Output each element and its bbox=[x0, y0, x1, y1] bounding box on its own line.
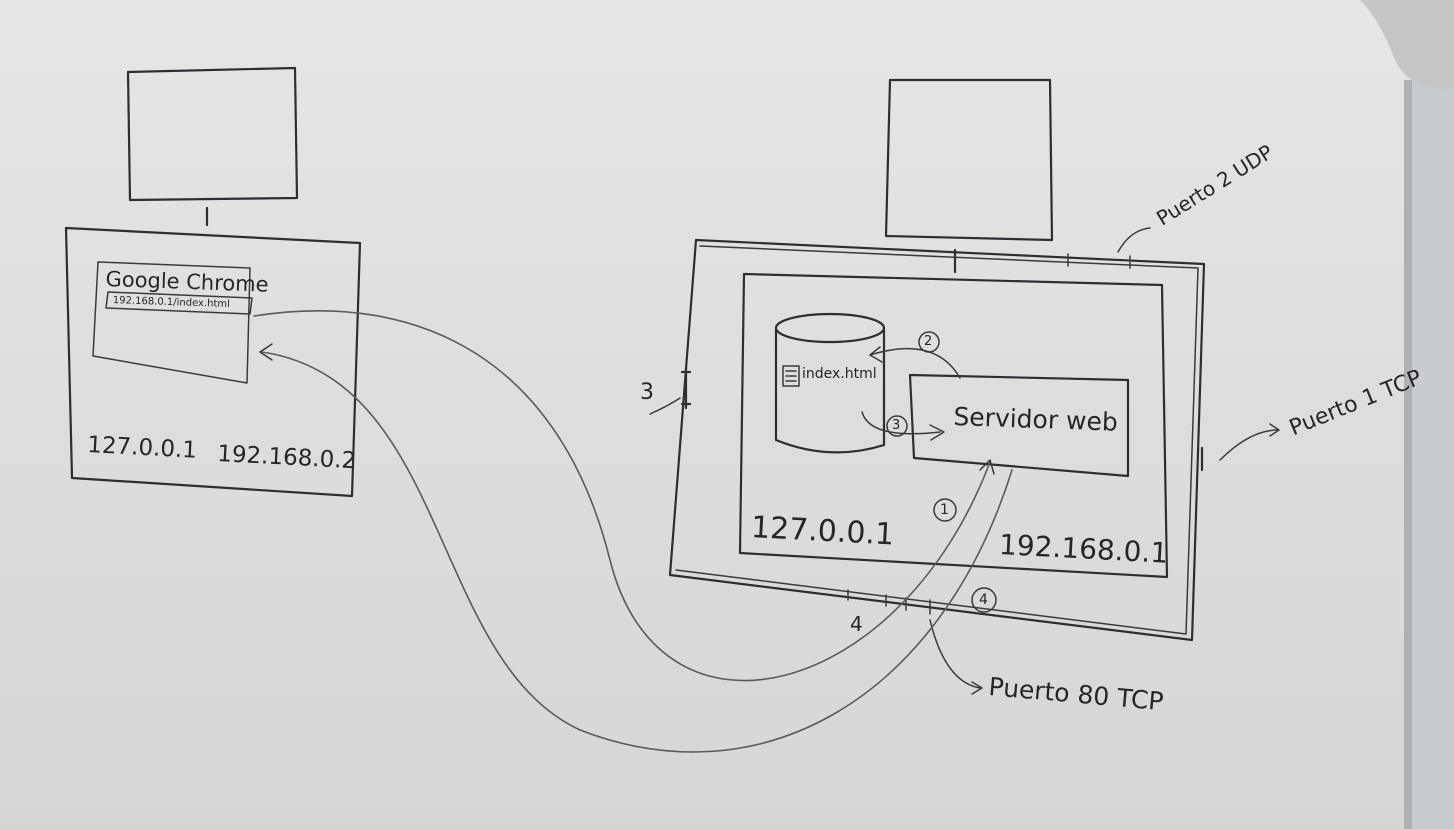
response-curve bbox=[261, 351, 1013, 753]
step-3-label: 3 bbox=[892, 418, 901, 433]
server-monitor bbox=[884, 78, 1054, 242]
port-tick-bottom bbox=[847, 589, 931, 615]
arrow-step-3 bbox=[861, 411, 941, 435]
tcp80-port-pointer bbox=[929, 619, 981, 689]
left-port-number: 3 bbox=[640, 380, 654, 405]
document-icon bbox=[782, 365, 800, 387]
request-curve bbox=[253, 310, 991, 682]
browser-url-bar bbox=[105, 291, 253, 315]
step-4-label: 4 bbox=[979, 592, 988, 608]
bottom-port-number: 4 bbox=[850, 612, 863, 636]
arrow-step-3-head bbox=[929, 424, 945, 441]
file-label: index.html bbox=[802, 366, 877, 382]
left-port-pointer bbox=[649, 397, 681, 415]
arrow-step-2-head bbox=[869, 346, 883, 363]
server-inner-box bbox=[738, 272, 1169, 579]
client-box bbox=[64, 226, 362, 498]
client-monitor bbox=[126, 66, 299, 202]
step-1-label: 1 bbox=[940, 502, 949, 518]
udp-port-pointer bbox=[1117, 227, 1151, 253]
board-corner-mount bbox=[1360, 0, 1454, 89]
port-tick-top bbox=[1067, 253, 1131, 269]
web-server-box bbox=[908, 373, 1130, 478]
browser-window bbox=[92, 261, 251, 384]
tcp80-port-pointer-head bbox=[971, 681, 983, 695]
server-ip-loopback: 127.0.0.1 bbox=[750, 510, 895, 553]
response-curve-head bbox=[259, 343, 273, 361]
web-server-label: Servidor web bbox=[952, 402, 1119, 437]
document-icon-lines bbox=[785, 370, 797, 382]
file-storage-cylinder bbox=[774, 328, 886, 454]
server-outer-box-double bbox=[675, 245, 1199, 635]
tcp1-port-pointer bbox=[1219, 429, 1279, 461]
request-curve-head bbox=[979, 459, 995, 475]
server-outer-box bbox=[668, 238, 1206, 642]
port-tick-left bbox=[680, 366, 692, 410]
step-1-circle bbox=[933, 498, 957, 522]
step-2-label: 2 bbox=[924, 334, 933, 349]
step-4-circle bbox=[971, 587, 997, 613]
file-storage-top bbox=[774, 312, 886, 344]
tcp1-port-pointer-head bbox=[1269, 423, 1280, 437]
board-frame-edge bbox=[1410, 80, 1454, 829]
board-frame-inner bbox=[1404, 80, 1412, 829]
step-3-circle bbox=[886, 415, 908, 437]
step-2-circle bbox=[918, 331, 940, 353]
